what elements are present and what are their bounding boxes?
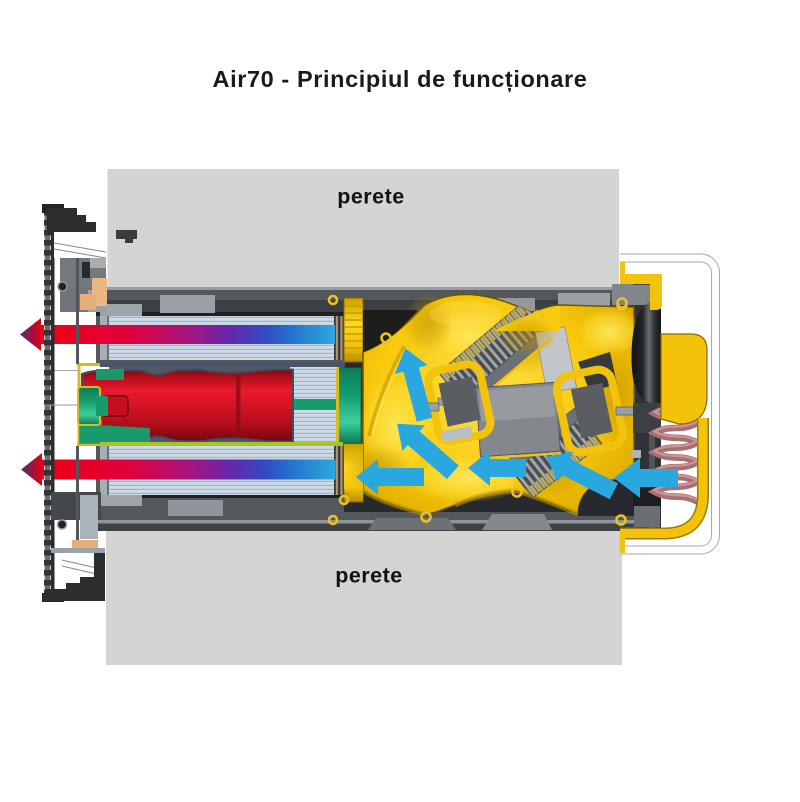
- svg-text:perete: perete: [337, 185, 405, 209]
- svg-text:Air70 - Principiul de funcțion: Air70 - Principiul de funcționare: [213, 66, 588, 93]
- svg-text:perete: perete: [335, 564, 403, 588]
